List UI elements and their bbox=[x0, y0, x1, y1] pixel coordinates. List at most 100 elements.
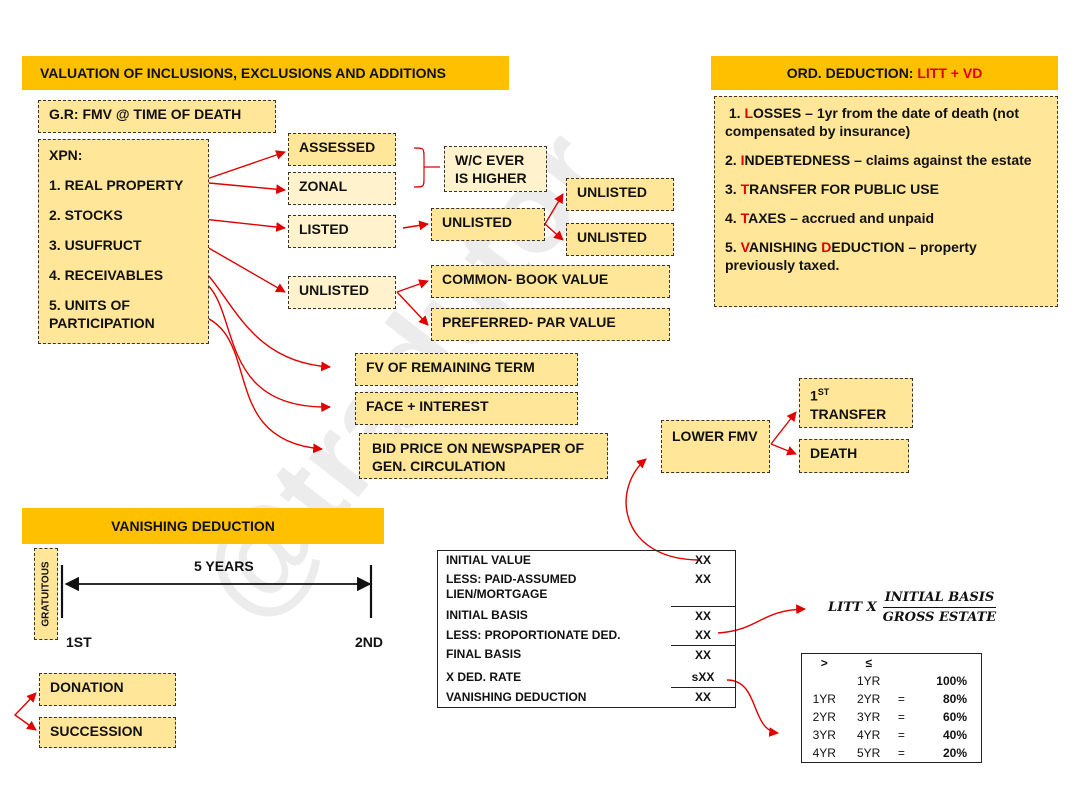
arrow-vanish-to-types bbox=[13, 692, 37, 731]
common-book-value-text: COMMON- BOOK VALUE bbox=[442, 271, 609, 287]
arrow-real-to-zonal bbox=[197, 181, 286, 195]
arrow-unlisted-to-preferred bbox=[396, 291, 429, 326]
rate-from: 4YR bbox=[812, 746, 836, 760]
computation-label: INITIAL BASIS bbox=[446, 608, 528, 622]
rate-header: > bbox=[820, 656, 828, 670]
rate-percent: 20% bbox=[942, 746, 967, 760]
ord-item-taxes: 4. TAXES – accrued and unpaid bbox=[725, 209, 1047, 227]
listed-unlisted-text: UNLISTED bbox=[442, 214, 512, 230]
computation-value: XX bbox=[671, 625, 736, 646]
computation-value: XX bbox=[694, 553, 711, 567]
ord-item-transfer: 3. TRANSFER FOR PUBLIC USE bbox=[725, 180, 1047, 198]
common-book-value-box: COMMON- BOOK VALUE bbox=[431, 265, 670, 298]
exceptions-title: XPN: bbox=[49, 147, 83, 163]
lower-fmv-text: LOWER FMV bbox=[672, 428, 758, 444]
ord-item-rest: OSSES – 1yr from the date of death (not … bbox=[725, 105, 1020, 139]
computation-label: LESS: PROPORTIONATE DED. bbox=[446, 627, 621, 642]
computation-label: INITIAL VALUE bbox=[446, 553, 531, 567]
table-row: INITIAL BASIS XX bbox=[438, 606, 736, 626]
ord-item-num: 1. bbox=[725, 105, 745, 121]
computation-value: XX bbox=[671, 570, 736, 607]
first-label: 1ST bbox=[66, 634, 92, 650]
table-row: FINAL BASIS XX bbox=[438, 645, 736, 668]
ord-item-vanishing: 5. VANISHING DEDUCTION – property previo… bbox=[725, 238, 1047, 274]
lower-fmv-box: LOWER FMV bbox=[661, 420, 770, 473]
computation-value: XX bbox=[694, 608, 711, 623]
ord-item-num: 5. bbox=[725, 239, 741, 255]
arrow-real-to-assessed bbox=[197, 150, 286, 183]
first-transfer-ordinal: 1ST bbox=[810, 383, 902, 405]
arrow-unlisted-to-bottom bbox=[544, 223, 564, 241]
preferred-par-value-text: PREFERRED- PAR VALUE bbox=[442, 314, 616, 330]
formula-denominator: GROSS ESTATE bbox=[882, 610, 997, 625]
table-row: INITIAL VALUE XX bbox=[438, 551, 736, 571]
ord-deduction-header: ORD. DEDUCTION: LITT + VD bbox=[711, 56, 1058, 90]
computation-label: VANISHING DEDUCTION bbox=[446, 689, 587, 704]
table-row: LESS: PAID-ASSUMED LIEN/MORTGAGE XX bbox=[438, 570, 736, 607]
computation-label: LESS: PAID-ASSUMED LIEN/MORTGAGE bbox=[446, 572, 577, 601]
face-interest-text: FACE + INTEREST bbox=[366, 398, 489, 414]
ord-item-initial: T bbox=[740, 181, 750, 197]
ord-deduction-header-prefix: ORD. DEDUCTION: bbox=[786, 65, 918, 81]
death-box: DEATH bbox=[799, 439, 909, 473]
listed-box: LISTED bbox=[288, 215, 396, 248]
rate-to: 4YR bbox=[856, 728, 881, 742]
ord-item-initial: D bbox=[821, 239, 832, 255]
ord-item-initial: I bbox=[740, 152, 745, 168]
arrow-lower-to-death bbox=[770, 443, 797, 456]
rate-eq: = bbox=[897, 692, 905, 706]
fv-remaining-term-text: FV OF REMAINING TERM bbox=[366, 359, 535, 375]
rate-from: 1YR bbox=[812, 692, 836, 706]
rate-percent: 80% bbox=[942, 692, 967, 706]
table-row: > ≤ bbox=[802, 654, 982, 673]
unlisted-top-box: UNLISTED bbox=[566, 178, 674, 211]
first-transfer-box: 1ST TRANSFER bbox=[799, 378, 913, 428]
first-transfer-text: TRANSFER bbox=[810, 405, 887, 422]
rate-eq: = bbox=[897, 728, 905, 742]
ord-item-rest: EDUCTION – property previously taxed. bbox=[725, 239, 977, 273]
preferred-par-value-box: PREFERRED- PAR VALUE bbox=[431, 308, 670, 341]
rate-to: 3YR bbox=[856, 710, 881, 724]
xpn-item-receivables: 4. RECEIVABLES bbox=[49, 267, 164, 283]
gratuitous-box: GRATUITOUS bbox=[34, 548, 58, 640]
arrow-lower-to-first bbox=[770, 411, 797, 445]
fv-remaining-term-box: FV OF REMAINING TERM bbox=[355, 353, 578, 386]
succession-text: SUCCESSION bbox=[50, 723, 143, 739]
formula-fraction: INITIAL BASIS GROSS ESTATE bbox=[882, 590, 997, 625]
computation-label: X DED. RATE bbox=[446, 670, 522, 684]
ord-item-rest: RANSFER FOR PUBLIC USE bbox=[749, 181, 939, 197]
rate-from: 2YR bbox=[812, 710, 836, 724]
valuation-header: VALUATION OF INCLUSIONS, EXCLUSIONS AND … bbox=[22, 56, 509, 90]
arrow-unlisted-to-common bbox=[396, 279, 429, 293]
xpn-item-units: 5. UNITS OF PARTICIPATION bbox=[49, 297, 155, 331]
bid-price-text: BID PRICE ON NEWSPAPER OF GEN. CIRCULATI… bbox=[372, 440, 585, 474]
rate-from: 3YR bbox=[812, 728, 836, 742]
face-interest-box: FACE + INTEREST bbox=[355, 392, 578, 425]
general-rule-text: G.R: FMV @ TIME OF DEATH bbox=[49, 106, 242, 122]
vanishing-header-text: VANISHING DEDUCTION bbox=[111, 518, 275, 534]
exceptions-box: XPN: 1. REAL PROPERTY 2. STOCKS 3. USUFR… bbox=[38, 139, 209, 344]
unlisted-stock-box: UNLISTED bbox=[288, 276, 396, 309]
computation-label: FINAL BASIS bbox=[446, 647, 522, 661]
rate-eq bbox=[891, 672, 912, 690]
donation-box: DONATION bbox=[39, 673, 176, 706]
whichever-higher-text: W/C EVER IS HIGHER bbox=[455, 152, 527, 186]
ord-item-rest: AXES – accrued and unpaid bbox=[748, 210, 935, 226]
first-transfer-sup: ST bbox=[817, 387, 830, 397]
ord-item-num: 3. bbox=[725, 181, 741, 197]
computation-value: XX bbox=[694, 647, 711, 662]
xpn-item-usufruct: 3. USUFRUCT bbox=[49, 237, 142, 253]
vanishing-computation-table: INITIAL VALUE XX LESS: PAID-ASSUMED LIEN/… bbox=[437, 550, 736, 708]
xpn-item-real-property: 1. REAL PROPERTY bbox=[49, 177, 184, 193]
ord-item-num: 4. bbox=[725, 210, 741, 226]
donation-text: DONATION bbox=[50, 679, 124, 695]
second-label: 2ND bbox=[355, 634, 384, 650]
formula-prefix: LITT X bbox=[828, 600, 877, 615]
rate-header: ≤ bbox=[865, 656, 872, 670]
ord-item-indebtedness: 2. INDEBTEDNESS – claims against the est… bbox=[725, 151, 1047, 169]
